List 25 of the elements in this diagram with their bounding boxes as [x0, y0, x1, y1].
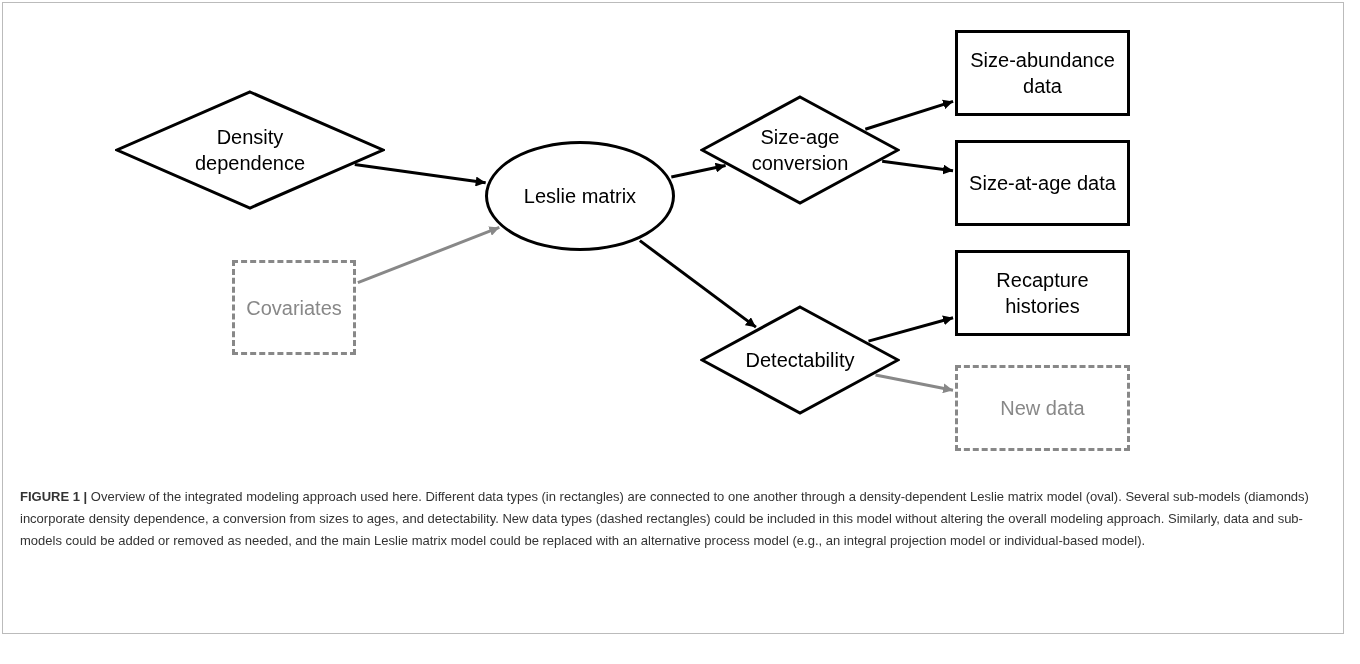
arrow: [868, 315, 954, 343]
node-label: Covariates: [246, 295, 342, 321]
dashed-data-box: [232, 260, 356, 355]
data-box: [955, 30, 1130, 116]
data-box: [955, 140, 1130, 226]
arrow: [864, 99, 954, 131]
node-label: Leslie matrix: [523, 184, 637, 209]
submodel-diamond: [700, 95, 900, 205]
arrow: [638, 239, 757, 329]
node-label: New data: [1000, 396, 1085, 421]
node-label: Recapture histories: [995, 268, 1090, 319]
node-label: Size-abundance data: [969, 48, 1116, 99]
data-box: [955, 250, 1130, 336]
submodel-diamond: [700, 305, 900, 415]
node-label: Size-at-age data: [969, 171, 1116, 196]
arrow: [875, 373, 954, 394]
node-label: Density dependence: [193, 125, 307, 176]
submodel-diamond: [115, 90, 385, 210]
dashed-data-box: [955, 365, 1130, 451]
arrow: [354, 163, 486, 187]
figure-caption: FIGURE 1 | Overview of the integrated modeling approach used here. Different data types (in rectangles) are connected to one another through a density-dependent Leslie matrix model (oval). Several sub-models (diamonds) incorporate density dependence, a conversion from sizes to ages, and detectability. New data types (dashed rectangles) could be included in this model without altering the overall modeling approach. Similarly, data and sub-models could be added or removed as needed, and the main Leslie matrix model could be replaced with an alternative process model (e.g., an integral projection model or individual-based model).: [20, 488, 1310, 550]
node-label: Detectability: [745, 348, 855, 373]
node-label: Size-age conversion: [750, 125, 850, 176]
arrow: [671, 162, 726, 179]
arrow: [881, 159, 954, 175]
